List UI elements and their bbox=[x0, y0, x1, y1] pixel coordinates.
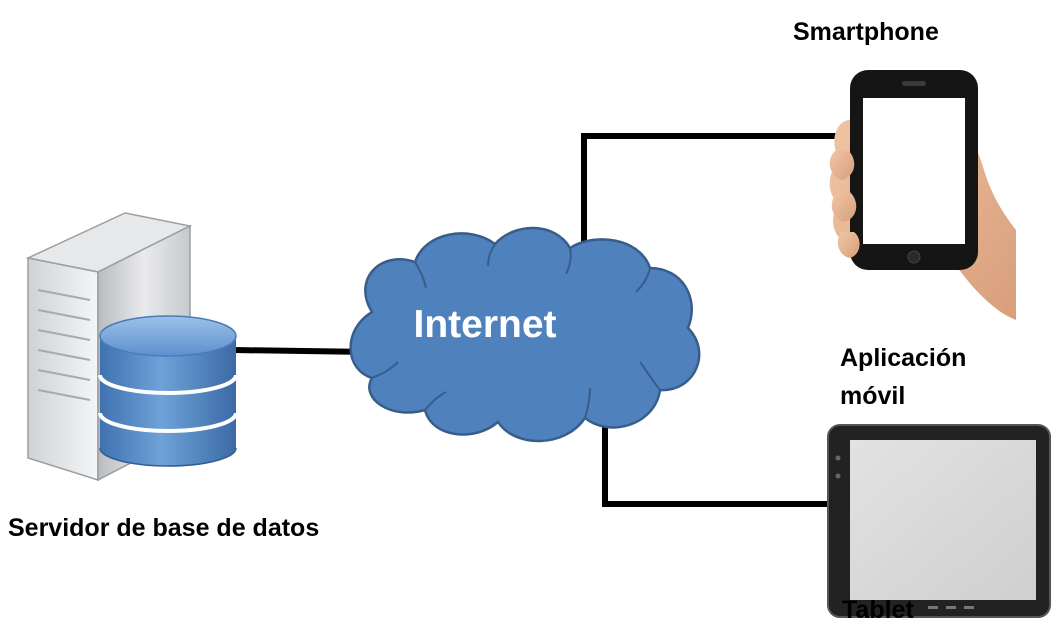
phone-screen bbox=[863, 98, 965, 244]
tablet-icon bbox=[827, 424, 1051, 618]
connector-internet-smartphone bbox=[581, 133, 846, 252]
database-cylinder bbox=[98, 315, 238, 467]
mobile-app-label-line1: Aplicación bbox=[840, 344, 967, 372]
connector-lines bbox=[232, 133, 846, 507]
database-server-label: Servidor de base de datos bbox=[8, 514, 320, 542]
smartphone-in-hand-icon bbox=[829, 70, 1016, 320]
database-server-icon bbox=[25, 212, 238, 482]
connector-server-internet bbox=[232, 347, 371, 355]
server-tower-front bbox=[27, 257, 99, 482]
tablet-label: Tablet bbox=[842, 596, 914, 624]
tablet-screen bbox=[850, 440, 1036, 600]
mobile-app-label: Aplicación móvil bbox=[840, 339, 966, 415]
internet-label: Internet bbox=[413, 303, 557, 346]
connector-internet-tablet bbox=[602, 422, 842, 507]
mobile-app-label-line2: móvil bbox=[840, 382, 906, 410]
internet-cloud bbox=[349, 226, 701, 443]
smartphone-label: Smartphone bbox=[793, 18, 939, 46]
